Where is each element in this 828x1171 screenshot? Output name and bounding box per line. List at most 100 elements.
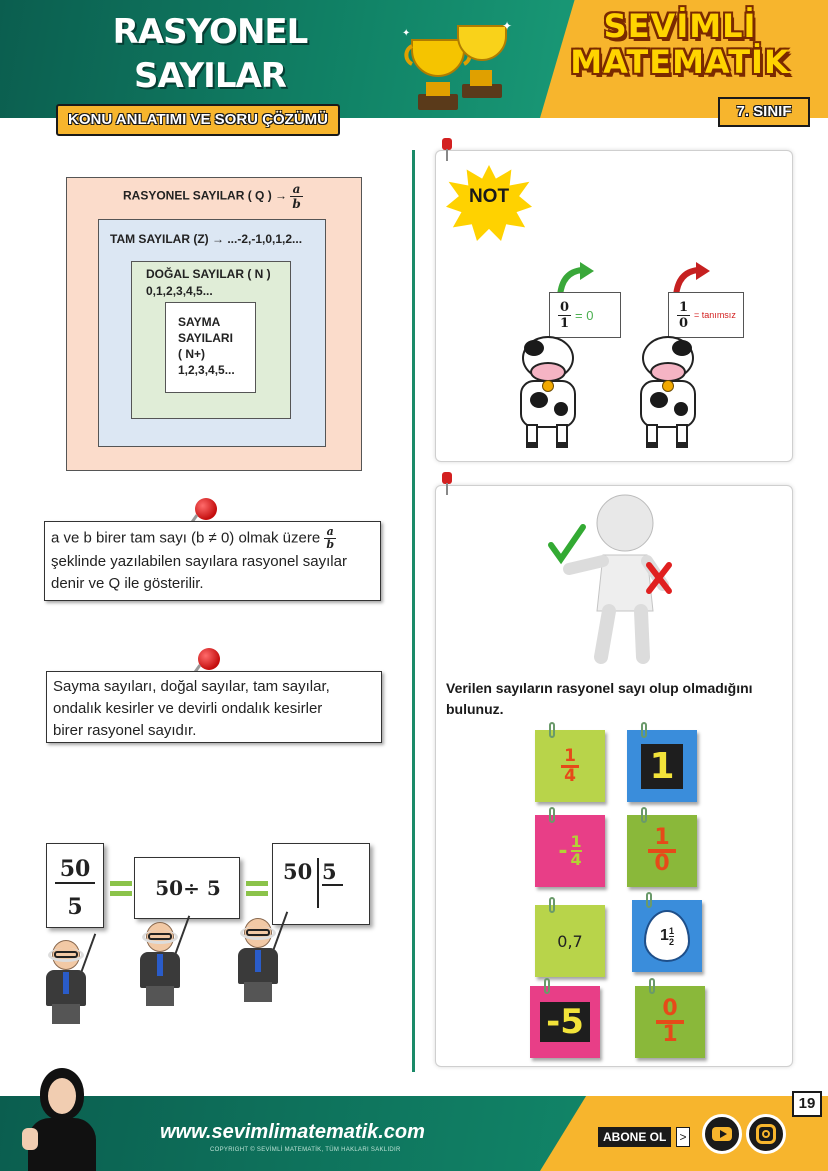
cow-figure — [508, 336, 588, 448]
sign1-num: 0 — [558, 299, 572, 316]
sticky-note-4: 1 0 — [624, 807, 700, 890]
sticky-note-8: 0 1 — [632, 978, 708, 1061]
long-division-bar — [317, 858, 319, 908]
presenter-avatar — [22, 1068, 104, 1171]
sticky-note-5: 0,7 — [532, 897, 608, 980]
set-counting-line3: ( N+) — [178, 347, 205, 361]
sticky-3-sign: - — [558, 838, 568, 864]
division-expr-card: 50÷ 5 — [134, 857, 240, 919]
brand-logo: SEVİMLİ MATEMATİK — [570, 8, 790, 80]
set-rational-frac-den: b — [292, 197, 301, 211]
chevron-right-icon[interactable]: > — [676, 1127, 690, 1147]
teacher-figure — [40, 933, 97, 1026]
sign1-den: 1 — [560, 315, 570, 331]
thinking-figure — [548, 494, 672, 664]
definition-line2: şeklinde yazılabilen sayılara rasyonel s… — [51, 553, 347, 570]
sticky-3-den: 4 — [570, 850, 582, 869]
sticky-1-den: 4 — [564, 765, 576, 786]
copyright-text: COPYRIGHT © SEVİMLİ MATEMATİK, TÜM HAKLA… — [210, 1147, 401, 1153]
pushpin-icon — [198, 648, 220, 670]
brand-logo-line2: MATEMATİK — [570, 43, 790, 81]
svg-text:✦: ✦ — [502, 19, 512, 33]
sticky-4-fraction: 1 0 — [648, 827, 676, 876]
sticky-6-den: 2 — [668, 936, 674, 947]
play-icon — [720, 1130, 727, 1138]
definition-line1-text: a ve b birer tam sayı (b ≠ 0) olmak üzer… — [51, 529, 321, 547]
fraction-card-num: 50 — [55, 856, 95, 884]
set-counting-label: SAYMA SAYILARI ( N+) 1,2,3,4,5... — [178, 314, 235, 378]
sticky-note-7: -5 — [527, 978, 603, 1061]
sign2-fraction: 1 0 — [677, 299, 691, 331]
sticky-note-6: 1 1 2 — [629, 892, 705, 975]
sticky-4-num: 1 — [648, 827, 676, 853]
question-text: Verilen sayıların rasyonel sayı olup olm… — [446, 680, 753, 717]
set-natural-values: 0,1,2,3,4,5... — [146, 284, 213, 298]
set-counting-line1: SAYMA — [178, 315, 221, 329]
svg-text:✦: ✦ — [402, 28, 410, 39]
set-rational-label: RASYONEL SAYILAR ( Q ) → a b — [123, 182, 303, 211]
sticky-8-den: 1 — [662, 1022, 678, 1047]
thumbtack-icon — [442, 138, 452, 161]
sticky-3-num: 1 — [570, 832, 582, 852]
sticky-8-fraction: 0 1 — [656, 998, 684, 1047]
page-number: 19 — [792, 1091, 822, 1117]
note-badge: NOT — [468, 186, 510, 207]
set-integer-text: TAM SAYILAR (Z) → — [110, 232, 224, 246]
sticky-6-whole: 1 — [660, 927, 669, 944]
sticky-4-den: 0 — [654, 851, 670, 876]
division-expr: 50÷ 5 — [155, 876, 221, 900]
instagram-icon-lens — [762, 1130, 770, 1138]
sticky-6-frac: 1 2 — [668, 926, 674, 947]
sticky-7-value: -5 — [540, 1002, 590, 1042]
set-rational-frac-num: a — [290, 182, 303, 197]
types-note: Sayma sayıları, doğal sayılar, tam sayıl… — [46, 671, 382, 743]
trophy-icon: ✦ ✦ — [402, 19, 512, 110]
sticky-3-fraction: - 1 4 — [558, 832, 582, 869]
page-subtitle: KONU ANLATIMI VE SORU ÇÖZÜMÜ — [56, 104, 340, 136]
page-title: RASYONEL SAYILAR — [110, 10, 310, 98]
fraction-card: 50 5 — [46, 843, 104, 928]
sign1-result: = 0 — [575, 307, 594, 323]
page-title-line2: SAYILAR — [134, 56, 287, 96]
pushpin-icon — [195, 498, 217, 520]
long-division-card: 50 5 — [272, 843, 370, 925]
long-division-dividend: 50 — [283, 859, 313, 884]
sign2-result: = tanımsız — [694, 310, 736, 320]
set-counting-values: 1,2,3,4,5... — [178, 363, 235, 377]
definition-line3: denir ve Q ile gösterilir. — [51, 575, 204, 592]
website-link[interactable]: www.sevimlimatematik.com — [160, 1121, 425, 1143]
sign2-num: 1 — [677, 299, 691, 316]
definition-line1: a ve b birer tam sayı (b ≠ 0) olmak üzer… — [51, 526, 374, 551]
teacher-figure — [232, 911, 289, 1004]
set-natural-label: DOĞAL SAYILAR ( N ) 0,1,2,3,4,5... — [146, 266, 271, 300]
fraction-card-den: 5 — [67, 894, 83, 920]
set-counting — [165, 302, 256, 393]
subscribe-label[interactable]: ABONE OL — [598, 1127, 672, 1147]
sticky-3-frac: 1 4 — [570, 832, 582, 869]
types-line2: ondalık kesirler ve devirli ondalık kesi… — [53, 700, 323, 717]
cow-figure — [628, 336, 708, 448]
definition-note: a ve b birer tam sayı (b ≠ 0) olmak üzer… — [44, 521, 381, 601]
equals-icon — [110, 879, 132, 899]
header-band — [0, 0, 600, 118]
definition-frac-num: a — [324, 526, 337, 539]
definition-fraction: a b — [324, 526, 337, 551]
sticky-2-value: 1 — [641, 743, 683, 789]
set-integer-values: ...-2,-1,0,1,2... — [227, 232, 303, 246]
thumbtack-icon — [442, 472, 452, 495]
set-counting-line2: SAYILARI — [178, 331, 233, 345]
sticky-8-num: 0 — [656, 998, 684, 1024]
sticky-note-3: - 1 4 — [532, 807, 608, 890]
types-line1: Sayma sayıları, doğal sayılar, tam sayıl… — [53, 678, 330, 695]
types-line3: birer rasyonel sayıdır. — [53, 722, 197, 739]
sticky-5-value: 0,7 — [557, 931, 583, 951]
sticky-1-fraction: 1 4 — [561, 747, 579, 786]
sign1-fraction: 0 1 — [558, 299, 572, 331]
teacher-figure — [134, 915, 191, 1008]
page-title-line1: RASYONEL — [112, 12, 309, 52]
sign2-den: 0 — [679, 315, 689, 331]
sign-one-over-zero: 1 0 = tanımsız — [668, 292, 744, 338]
equals-icon — [246, 879, 268, 899]
sticky-note-1: 1 4 — [532, 722, 608, 805]
set-rational-text: RASYONEL SAYILAR ( Q ) → — [123, 188, 288, 203]
